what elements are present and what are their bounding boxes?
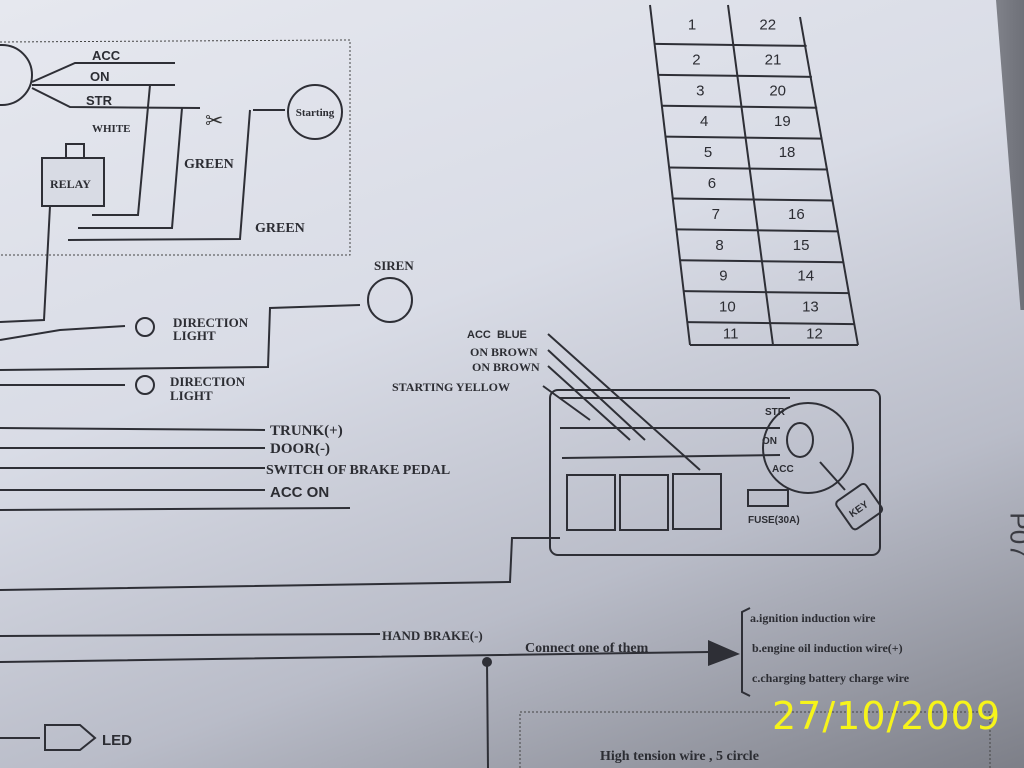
date-stamp: 27/10/2009 (772, 694, 1002, 738)
pin-table-row: 9 14 (719, 268, 814, 285)
starting-motor-icon (287, 84, 343, 140)
high-tension-label: High tension wire , 5 circle (600, 749, 759, 764)
relay-label: RELAY (50, 177, 91, 191)
green-label-2: GREEN (255, 221, 305, 236)
option-a: a.ignition induction wire (750, 611, 876, 625)
pin-right: 18 (779, 144, 796, 161)
pin-left: 2 (692, 51, 700, 68)
direction-light-label: LIGHT (170, 388, 213, 403)
ignition-relay-box: ACC BLUE ON BROWN ON BROWN STARTING YELL… (392, 329, 884, 556)
pin-table-row: 2 21 (692, 51, 781, 68)
door-label: DOOR(-) (270, 441, 330, 457)
pin-left: 8 (715, 237, 723, 254)
relay-icon (672, 473, 722, 530)
hand-brake-label: HAND BRAKE(-) (382, 628, 483, 643)
fuse-label: FUSE(30A) (748, 515, 800, 526)
acc-on-label: ACC ON (270, 484, 329, 501)
scissors-icon: ✂ (205, 108, 223, 133)
pin-right: 20 (769, 82, 786, 99)
pin-right: 14 (797, 268, 814, 285)
starting-label: Starting (296, 107, 335, 119)
relay-icon (566, 474, 616, 531)
pin-left: 1 (688, 16, 696, 33)
pin-left: 3 (696, 82, 704, 99)
trunk-label: TRUNK(+) (270, 423, 343, 439)
connect-label: Connect one of them (525, 641, 649, 656)
pin-left: 4 (700, 113, 708, 130)
option-b: b.engine oil induction wire(+) (752, 641, 903, 655)
on-label: ON (90, 69, 110, 84)
pin-table-row: 3 20 (696, 82, 786, 99)
siren-label: SIREN (374, 258, 414, 273)
pin-table-row: 10 13 (719, 299, 819, 316)
pin-right: 13 (802, 299, 819, 316)
white-label: WHITE (92, 123, 131, 135)
acc-label: ACC (92, 48, 121, 63)
relay-icon (41, 157, 105, 207)
led-icon (0, 724, 97, 751)
key-icon: KEY (835, 482, 884, 531)
arrow-icon (708, 640, 740, 666)
switch-on-label: ON (762, 436, 777, 447)
direction-lights: DIRECTION LIGHT DIRECTION LIGHT SIREN (0, 258, 414, 403)
pin-right: 16 (788, 206, 805, 223)
pin-right: 22 (759, 16, 776, 33)
pin-table-row: 1 22 (688, 16, 776, 33)
on-brown-label-2: ON BROWN (472, 360, 540, 374)
ignition-switch-icon (0, 44, 33, 106)
green-label-1: GREEN (184, 157, 234, 172)
pin-table-row: 11 12 (723, 326, 823, 343)
str-label: STR (86, 93, 113, 108)
pin-left: 11 (723, 326, 739, 343)
brake-pedal-label: SWITCH OF BRAKE PEDAL (266, 463, 450, 478)
pin-table-row: 4 19 (700, 113, 791, 130)
ignition-section: ACC ON STR WHITE ✂ Starting RELAY GREEN … (0, 39, 351, 323)
key-label: KEY (848, 499, 871, 520)
direction-light-label: DIRECTION (173, 315, 249, 330)
led-label: LED (102, 732, 132, 749)
pin-table-row: 8 15 (715, 237, 809, 254)
starting-yellow-label: STARTING YELLOW (392, 380, 510, 394)
on-brown-label-1: ON BROWN (470, 345, 538, 359)
relay-icon (619, 474, 669, 531)
wire-labels: TRUNK(+) DOOR(-) SWITCH OF BRAKE PEDAL A… (0, 423, 991, 768)
pin-table-row: 6 (708, 175, 716, 192)
pin-left: 7 (712, 206, 720, 223)
pin-left: 10 (719, 299, 736, 316)
pin-right: 19 (774, 113, 791, 130)
direction-light-icon (135, 375, 155, 395)
acc-blue-label: ACC BLUE (467, 329, 527, 341)
pin-left: 5 (704, 144, 712, 161)
page-number: P07 (1004, 512, 1024, 559)
direction-light-label: LIGHT (173, 328, 216, 343)
pin-right: 12 (806, 326, 823, 343)
switch-acc-label: ACC (772, 464, 794, 475)
direction-light-icon (135, 317, 155, 337)
pin-right: 15 (793, 237, 810, 254)
option-c: c.charging battery charge wire (752, 671, 910, 685)
siren-icon (367, 277, 413, 323)
pin-left: 9 (719, 268, 727, 285)
pin-table-row: 5 18 (704, 144, 796, 161)
pin-table-row: 7 16 (712, 206, 805, 223)
direction-light-label: DIRECTION (170, 374, 246, 389)
switch-str-label: STR (765, 407, 786, 418)
fuse-icon (747, 489, 789, 507)
pin-right: 21 (765, 51, 782, 68)
pin-left: 6 (708, 175, 716, 192)
